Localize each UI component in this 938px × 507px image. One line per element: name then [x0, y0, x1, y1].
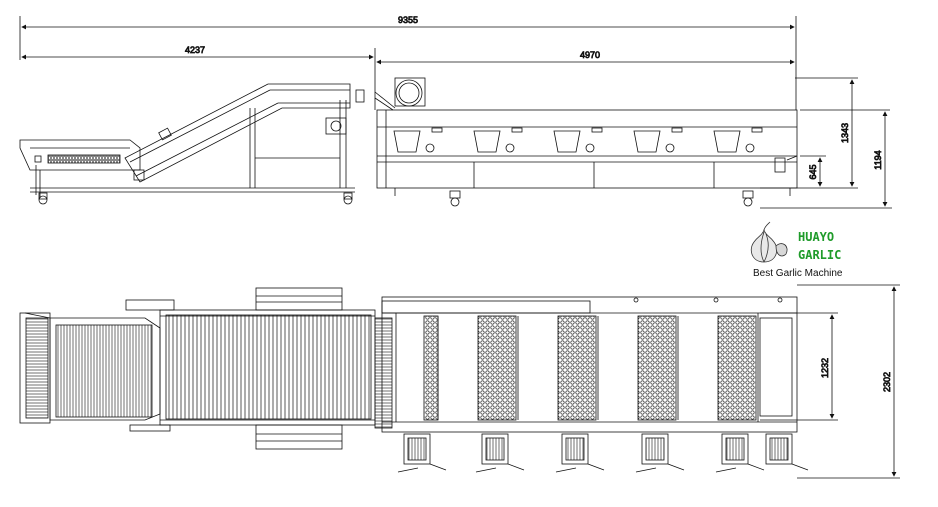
drum-panels	[423, 315, 757, 421]
garlic-icon	[750, 221, 788, 263]
dimension-overall-length	[19, 16, 797, 110]
dim-label-tank-height: 645	[808, 164, 818, 179]
brand-tagline: Best Garlic Machine	[753, 268, 843, 279]
brand-logo: HUAYO GARLIC Best Garlic Machine	[750, 221, 843, 279]
dim-label-overall-length: 9355	[398, 15, 418, 25]
dimension-feeder-length	[21, 48, 376, 110]
washer-buckets	[393, 127, 763, 153]
elevation-view: 9355 4237 4970	[19, 15, 892, 209]
feeder-hopper	[19, 139, 355, 205]
drive-motors	[397, 433, 809, 473]
dim-label-washer-length: 4970	[580, 50, 600, 60]
dim-label-overall-height: 1194	[873, 150, 883, 169]
dim-label-washer-height: 1343	[840, 123, 850, 143]
incline-conveyor	[124, 83, 365, 205]
brand-name-line1: HUAYO	[798, 230, 834, 244]
brand-name-line2: GARLIC	[798, 248, 841, 262]
dimension-heights	[760, 77, 892, 209]
feeder-hopper-plan	[19, 312, 161, 424]
plan-view: 1232 2302	[19, 284, 900, 479]
dimension-plan-widths	[760, 284, 900, 479]
dim-label-plan-inner-width: 1232	[820, 358, 830, 378]
washer-tank-plan	[381, 296, 798, 433]
dim-label-feeder-length: 4237	[185, 45, 205, 55]
washer-tank-elevation	[374, 77, 798, 207]
incline-conveyor-plan	[129, 309, 376, 450]
dim-label-plan-overall-width: 2302	[882, 372, 892, 392]
